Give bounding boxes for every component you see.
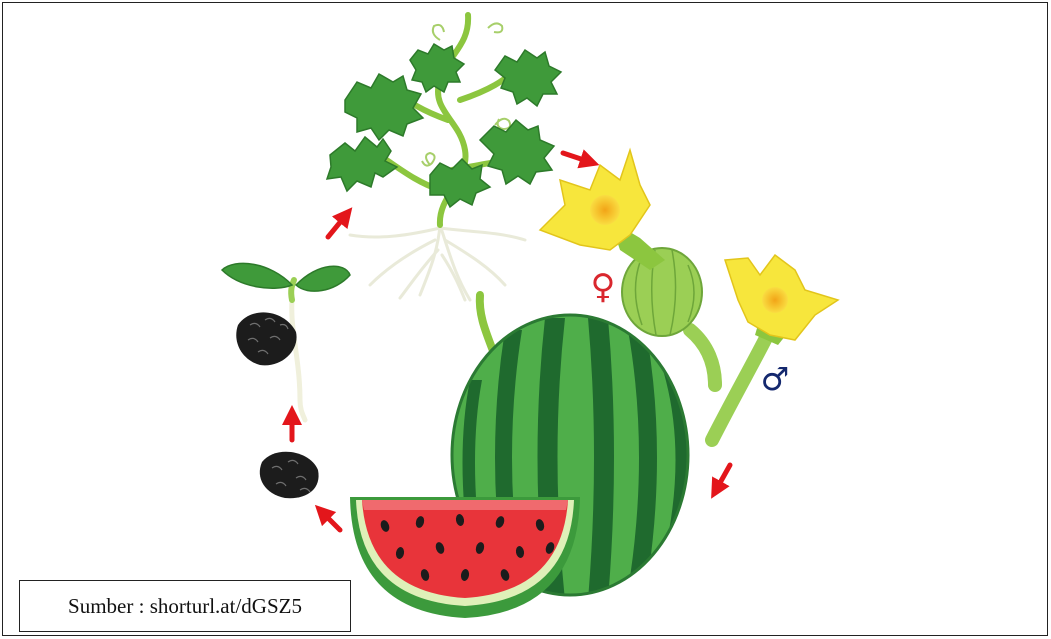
vine-plant-icon	[327, 15, 561, 300]
seed-icon	[260, 452, 319, 499]
male-flower-icon	[712, 255, 838, 440]
source-caption: Sumber : shorturl.at/dGSZ5	[19, 580, 351, 632]
arrow-flower-to-fruit	[716, 465, 730, 490]
watermelon-slice-icon	[350, 497, 580, 618]
male-symbol: ♂	[761, 360, 790, 398]
roots	[350, 225, 525, 300]
arrow-seedling-to-plant	[328, 215, 346, 237]
arrow-plant-to-flower	[563, 153, 590, 162]
female-symbol: ♀	[591, 267, 616, 307]
sprouting-seed-icon	[236, 312, 296, 365]
arrow-fruit-to-seed	[322, 512, 340, 530]
